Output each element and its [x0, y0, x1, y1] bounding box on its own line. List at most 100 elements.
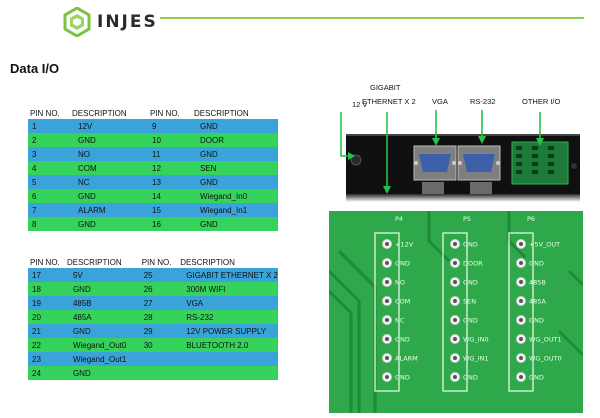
pcb-pin-label: GND [529, 374, 544, 382]
header-pin-no: PIN NO. [148, 108, 192, 119]
pin-no-cell: 24 [28, 366, 65, 380]
pin-no-cell: 6 [28, 189, 70, 203]
device-rear-panel [346, 134, 580, 194]
description-cell: GND [192, 217, 278, 231]
description-cell: Wiegand_In0 [192, 189, 278, 203]
header-divider [160, 17, 584, 19]
pcb-header-p5: P5 [463, 215, 471, 223]
pcb-header-p6: P6 [527, 215, 535, 223]
description-cell: 12V [70, 119, 148, 133]
pcb-pin-hole [453, 356, 457, 360]
description-cell: GND [64, 282, 140, 296]
description-cell: ALARM [70, 203, 148, 217]
pin-no-cell: 28 [139, 310, 179, 324]
pcb-drawing: P4 P5 P6 +12VGNDNOCOMNCGNDALARMGNDGNDDOO… [329, 211, 583, 413]
pin-no-cell: 3 [28, 147, 70, 161]
label-gigabit: GIGABIT [370, 83, 401, 92]
pin-no-cell: 12 [148, 161, 192, 175]
pcb-pin-hole [519, 356, 523, 360]
label-rs232: RS-232 [470, 97, 496, 106]
pin-no-cell: 17 [28, 268, 65, 282]
header-description: DESCRIPTION [192, 108, 278, 119]
pcb-pin-hole [385, 318, 389, 322]
pcb-pin-label: 485B [529, 279, 546, 287]
description-cell: 485A [64, 310, 140, 324]
pcb-pin-label: GND [529, 260, 544, 268]
pin-no-cell: 7 [28, 203, 70, 217]
device-shadow [346, 194, 580, 202]
pcb-pin-label: +5V_OUT [529, 241, 560, 249]
pcb-pin-hole [453, 299, 457, 303]
description-cell: GND [192, 175, 278, 189]
description-cell: DOOR [192, 133, 278, 147]
pcb-header-p4: P4 [395, 215, 403, 223]
logo: INJES [62, 6, 158, 38]
pcb-pin-hole [519, 318, 523, 322]
description-cell: RS-232 [178, 310, 278, 324]
header-description: DESCRIPTION [178, 257, 278, 268]
pcb-pin-label: GND [463, 317, 478, 325]
pcb-pin-hole [519, 375, 523, 379]
description-cell: GND [70, 217, 148, 231]
pin-no-cell: 2 [28, 133, 70, 147]
pcb-pin-hole [453, 337, 457, 341]
pin-no-cell: 5 [28, 175, 70, 189]
pcb-pin-hole [453, 375, 457, 379]
pcb-pin-hole [385, 242, 389, 246]
pin-no-cell: 9 [148, 119, 192, 133]
pcb-pin-label: GND [463, 241, 478, 249]
pcb-pin-label: GND [395, 336, 410, 344]
pcb-pin-hole [519, 280, 523, 284]
pin-no-cell: 30 [139, 338, 179, 352]
table-header-row: PIN NO. DESCRIPTION PIN NO. DESCRIPTION [28, 108, 278, 119]
description-cell: GND [192, 147, 278, 161]
pin-no-cell: 26 [139, 282, 179, 296]
header-description: DESCRIPTION [64, 257, 140, 268]
pin-no-cell: 21 [28, 324, 65, 338]
description-cell: COM [70, 161, 148, 175]
header-description: DESCRIPTION [70, 108, 148, 119]
description-cell: 12V POWER SUPPLY [178, 324, 278, 338]
pcb-pin-hole [385, 375, 389, 379]
pin-no-cell: 16 [148, 217, 192, 231]
pin-no-cell: 20 [28, 310, 65, 324]
pcb-pin-label: SEN [463, 298, 476, 306]
description-cell: VGA [178, 296, 278, 310]
label-vga: VGA [432, 97, 448, 106]
table-header-row: PIN NO. DESCRIPTION PIN NO. DESCRIPTION [28, 257, 278, 268]
description-cell: NO [70, 147, 148, 161]
pcb-pin-hole [385, 299, 389, 303]
label-other-io: OTHER I/O [522, 97, 561, 106]
pin-no-cell: 18 [28, 282, 65, 296]
pin-no-cell: 15 [148, 203, 192, 217]
pin-no-cell: 22 [28, 338, 65, 352]
pcb-pin-hole [519, 337, 523, 341]
pcb-pin-hole [385, 280, 389, 284]
description-cell: Wiegand_Out0 [64, 338, 140, 352]
description-cell: 300M WIFI [178, 282, 278, 296]
label-12v: 12 V [352, 100, 368, 109]
description-cell: GND [70, 189, 148, 203]
pcb-pin-label: COM [395, 298, 410, 306]
pcb-pin-hole [453, 318, 457, 322]
injes-logo-icon [63, 7, 91, 37]
pin-no-cell: 19 [28, 296, 65, 310]
description-cell: SEN [192, 161, 278, 175]
description-cell [178, 366, 278, 380]
description-cell: GND [192, 119, 278, 133]
pcb-pin-label: GND [463, 374, 478, 382]
pcb-pin-label: WG_IN0 [463, 336, 489, 344]
pcb-pin-label: WG_OUT0 [529, 355, 562, 363]
